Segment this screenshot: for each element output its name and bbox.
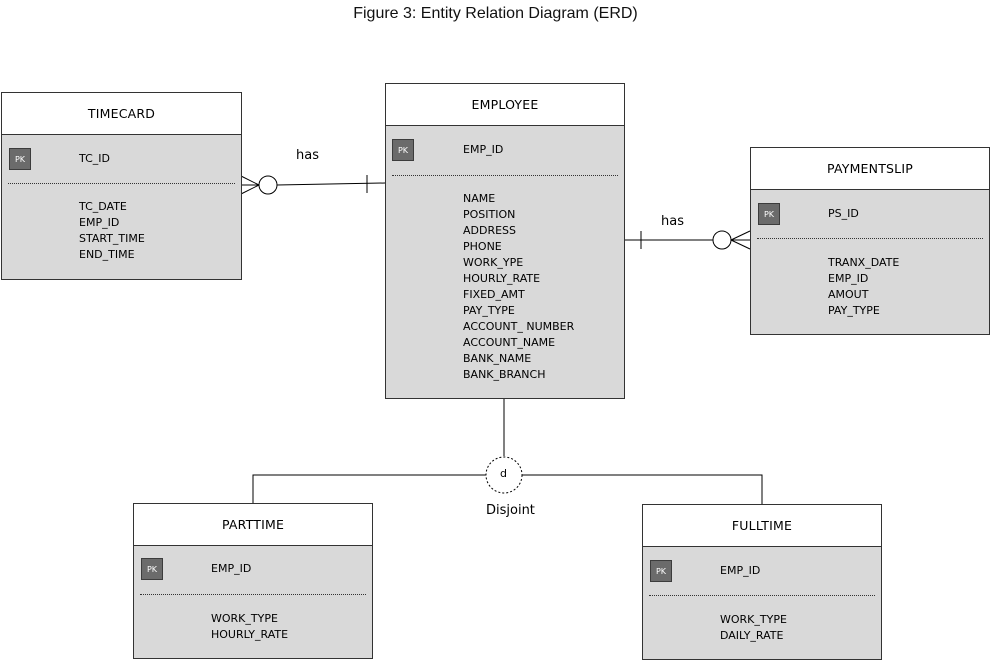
attribute: PAY_TYPE	[463, 304, 515, 317]
pk-badge: PK	[141, 558, 163, 580]
divider	[649, 595, 875, 596]
attribute: FIXED_AMT	[463, 288, 525, 301]
attribute: BANK_BRANCH	[463, 368, 546, 381]
primary-key: EMP_ID	[720, 564, 761, 577]
entity-title: FULLTIME	[643, 505, 881, 547]
attribute-list: TC_DATE EMP_ID START_TIME END_TIME	[79, 199, 145, 263]
entity-employee: EMPLOYEE PK EMP_ID NAME POSITION ADDRESS…	[385, 83, 625, 399]
attribute: ACCOUNT_ NUMBER	[463, 320, 575, 333]
attribute: END_TIME	[79, 248, 135, 261]
attribute-list: WORK_TYPE HOURLY_RATE	[211, 611, 288, 643]
spec-line-parttime	[252, 474, 486, 503]
attribute: PHONE	[463, 240, 502, 253]
relationship-label-timecard: has	[296, 148, 319, 163]
primary-key: EMP_ID	[211, 562, 252, 575]
entity-title: EMPLOYEE	[386, 84, 624, 126]
attribute: AMOUT	[828, 288, 869, 301]
pk-badge: PK	[650, 560, 672, 582]
pk-badge: PK	[392, 139, 414, 161]
attribute: POSITION	[463, 208, 516, 221]
attribute: EMP_ID	[828, 272, 869, 285]
optional-circle-paymentslip	[712, 230, 732, 250]
attribute: EMP_ID	[79, 216, 120, 229]
pk-badge: PK	[758, 203, 780, 225]
optional-circle-timecard	[258, 175, 278, 195]
divider	[392, 175, 618, 176]
attribute: ADDRESS	[463, 224, 517, 237]
rel-line-employee-timecard	[276, 182, 386, 186]
entity-fulltime: FULLTIME PK EMP_ID WORK_TYPE DAILY_RATE	[642, 504, 882, 660]
figure-title: Figure 3: Entity Relation Diagram (ERD)	[353, 5, 638, 22]
entity-title: TIMECARD	[2, 93, 241, 135]
divider	[140, 594, 366, 595]
entity-parttime: PARTTIME PK EMP_ID WORK_TYPE HOURLY_RATE	[133, 503, 373, 659]
attribute: PAY_TYPE	[828, 304, 880, 317]
attribute: TC_DATE	[79, 200, 127, 213]
crowfoot-bottom-paymentslip	[730, 239, 751, 250]
attribute-list: TRANX_DATE EMP_ID AMOUT PAY_TYPE	[828, 255, 899, 319]
attribute: WORK_YPE	[463, 256, 524, 269]
crowfoot-top-timecard	[240, 175, 260, 186]
divider	[757, 238, 983, 239]
primary-key: EMP_ID	[463, 143, 504, 156]
attribute: WORK_TYPE	[211, 612, 278, 625]
pk-badge: PK	[9, 148, 31, 170]
attribute: WORK_TYPE	[720, 613, 787, 626]
entity-title: PAYMENTSLIP	[751, 148, 989, 190]
attribute: NAME	[463, 192, 496, 205]
spec-line-fulltime	[522, 474, 763, 504]
entity-paymentslip: PAYMENTSLIP PK PS_ID TRANX_DATE EMP_ID A…	[750, 147, 990, 335]
entity-timecard: TIMECARD PK TC_ID TC_DATE EMP_ID START_T…	[1, 92, 242, 280]
attribute: HOURLY_RATE	[211, 628, 289, 641]
attribute: DAILY_RATE	[720, 629, 784, 642]
attribute: HOURLY_RATE	[463, 272, 541, 285]
primary-key: TC_ID	[79, 152, 110, 165]
crowfoot-bottom-timecard	[240, 184, 260, 195]
attribute-list: WORK_TYPE DAILY_RATE	[720, 612, 787, 644]
disjoint-circle	[485, 456, 523, 494]
attribute: START_TIME	[79, 232, 145, 245]
entity-title: PARTTIME	[134, 504, 372, 546]
disjoint-label: Disjoint	[486, 503, 535, 518]
disjoint-symbol: d	[500, 467, 507, 480]
primary-key: PS_ID	[828, 207, 859, 220]
crowfoot-top-paymentslip	[730, 230, 751, 241]
attribute-list: NAME POSITION ADDRESS PHONE WORK_YPE HOU…	[463, 191, 574, 383]
relationship-label-paymentslip: has	[661, 214, 684, 229]
divider	[8, 183, 235, 184]
attribute: BANK_NAME	[463, 352, 532, 365]
attribute: TRANX_DATE	[828, 256, 900, 269]
attribute: ACCOUNT_NAME	[463, 336, 556, 349]
